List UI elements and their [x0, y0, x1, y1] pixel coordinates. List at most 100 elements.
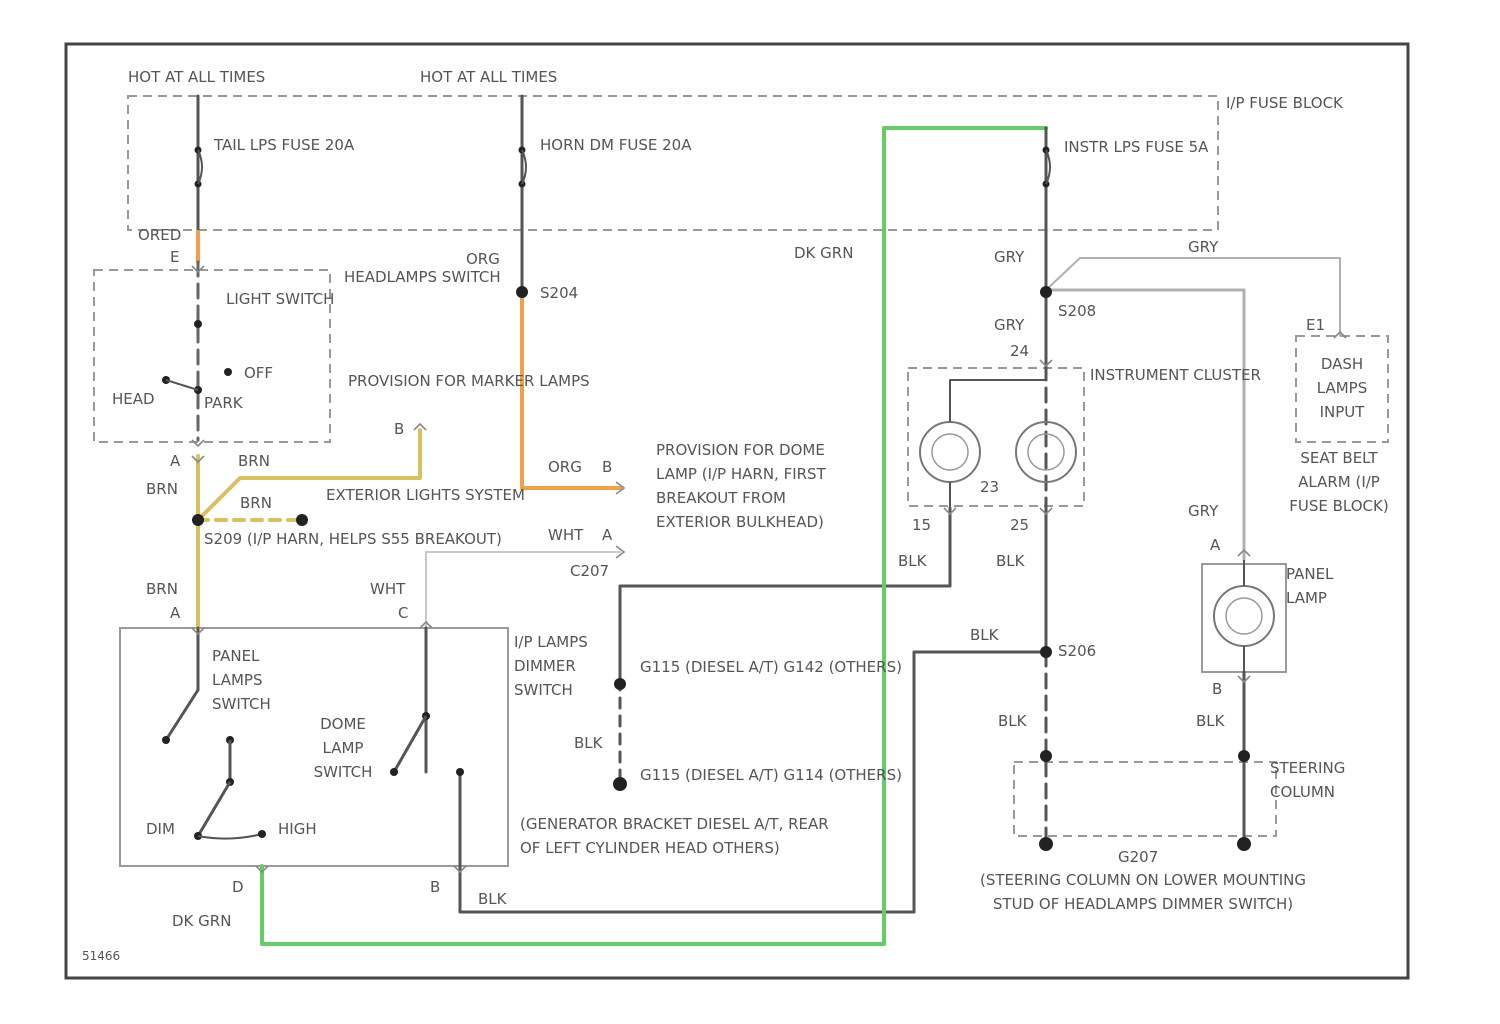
dome-conn-a: A — [602, 526, 613, 544]
ground-g115-g142 — [614, 678, 626, 690]
brn-conn-a: A — [170, 604, 181, 622]
cluster-bulb-1-icon — [920, 390, 980, 508]
headlamps-switch-label: HEADLAMPS SWITCH — [344, 268, 501, 286]
dimmer-conn-b: B — [430, 878, 440, 896]
panel-lamps-switch-label: PANEL LAMPS SWITCH — [212, 644, 302, 716]
gry-top-label: GRY — [1188, 238, 1219, 256]
steering-column-outline — [1014, 762, 1276, 836]
s206-label: S206 — [1058, 642, 1096, 660]
s204-label: S204 — [540, 284, 578, 302]
seatbelt-wrap: SEAT BELT ALARM (I/P FUSE BLOCK) — [1284, 446, 1394, 546]
head-label: HEAD — [112, 390, 155, 408]
tail-conn-label: E — [170, 248, 179, 266]
steering-splice-2 — [1238, 750, 1250, 762]
cluster-conn-15: 15 — [912, 516, 931, 534]
hot-at-all-times-1: HOT AT ALL TIMES — [128, 68, 265, 86]
s209-label: S209 (I/P HARN, HELPS S55 BREAKOUT) — [204, 530, 502, 548]
tail-wire-label: ORED — [138, 226, 181, 244]
cluster-blk-4: BLK — [998, 712, 1028, 730]
cluster-blk-1: BLK — [898, 552, 928, 570]
panel-lamp-label-wrap: PANEL LAMP — [1286, 562, 1366, 616]
e1-label: E1 — [1306, 316, 1325, 334]
dimmer-switch-label: I/P LAMPS DIMMER SWITCH — [514, 630, 604, 702]
dkgrn-bottom-label: DK GRN — [172, 912, 231, 930]
steering-wrap: STEERING COLUMN — [1270, 756, 1390, 810]
g207-label: G207 — [1118, 848, 1158, 866]
brn-label-2: BRN — [146, 480, 178, 498]
brn-label-4: BRN — [146, 580, 178, 598]
ground-g115-g114 — [613, 777, 627, 791]
provision-marker-label: PROVISION FOR MARKER LAMPS — [348, 372, 590, 390]
seat-belt-alarm-label: SEAT BELT ALARM (I/P FUSE BLOCK) — [1284, 446, 1394, 518]
splice-s204 — [516, 286, 528, 298]
panel-switch-label-wrap: PANEL LAMPS SWITCH — [212, 644, 302, 720]
dash-input-wrap: DASH LAMPS INPUT — [1300, 352, 1384, 432]
ground-note-wrap: (GENERATOR BRACKET DIESEL A/T, REAR OF L… — [520, 812, 850, 892]
brn-label-1: BRN — [238, 452, 270, 470]
panel-lamp-bulb-icon — [1214, 560, 1274, 672]
horn-wire-label: ORG — [466, 250, 500, 268]
hot-at-all-times-2: HOT AT ALL TIMES — [420, 68, 557, 86]
dome-provision-label-wrap: PROVISION FOR DOME LAMP (I/P HARN, FIRST… — [656, 438, 846, 578]
green-wire-label-top: DK GRN — [794, 244, 853, 262]
blk-bottom-label: BLK — [478, 890, 508, 908]
exterior-connector — [296, 514, 308, 526]
panel-lamp-label: PANEL LAMP — [1286, 562, 1366, 610]
dome-provision-label: PROVISION FOR DOME LAMP (I/P HARN, FIRST… — [656, 438, 846, 534]
s208-label: S208 — [1058, 302, 1096, 320]
cluster-blk-3: BLK — [970, 626, 1000, 644]
ground-2-label: G115 (DIESEL A/T) G114 (OTHERS) — [640, 766, 902, 784]
org-label: ORG — [548, 458, 582, 476]
high-label: HIGH — [278, 820, 317, 838]
park-label: PARK — [204, 394, 244, 412]
splice-s208 — [1040, 286, 1052, 298]
ground-1-label: G115 (DIESEL A/T) G142 (OTHERS) — [640, 658, 902, 676]
brn-label-3: BRN — [240, 494, 272, 512]
dimmer-conn-c: C — [398, 604, 408, 622]
g207-note-label: (STEERING COLUMN ON LOWER MOUNTING STUD … — [970, 868, 1316, 916]
dimmer-conn-d: D — [232, 878, 244, 896]
ground-note-label: (GENERATOR BRACKET DIESEL A/T, REAR OF L… — [520, 812, 850, 860]
figure-id: 51466 — [82, 949, 120, 963]
ground-blk-label: BLK — [574, 734, 604, 752]
splice-s206 — [1040, 646, 1052, 658]
steering-column-label: STEERING COLUMN — [1270, 756, 1390, 804]
wht-label: WHT — [548, 526, 584, 544]
fuse-horn-label: HORN DM FUSE 20A — [540, 136, 692, 154]
splice-s209 — [192, 514, 204, 526]
cluster-conn-25: 25 — [1010, 516, 1029, 534]
fuse-tail-label: TAIL LPS FUSE 20A — [213, 136, 355, 154]
g207-note-wrap: (STEERING COLUMN ON LOWER MOUNTING STUD … — [970, 868, 1316, 944]
hs-conn-a: A — [170, 452, 181, 470]
panel-conn-b: B — [1212, 680, 1222, 698]
dash-lamps-input-label: DASH LAMPS INPUT — [1300, 352, 1384, 424]
cluster-bulb1-feed — [950, 380, 1046, 390]
dome-lamp-switch-label: DOME LAMP SWITCH — [300, 712, 386, 784]
cluster-conn-23: 23 — [980, 478, 999, 496]
dome-conn-b: B — [602, 458, 612, 476]
gry-panel-label: GRY — [1188, 502, 1219, 520]
dome-switch-label-wrap: DOME LAMP SWITCH — [300, 712, 386, 788]
c207-label: C207 — [570, 562, 609, 580]
fuse-block-outline — [128, 96, 1218, 230]
off-label: OFF — [244, 364, 273, 382]
dimmer-label-wrap: I/P LAMPS DIMMER SWITCH — [514, 630, 604, 730]
fuse-instr-label: INSTR LPS FUSE 5A — [1064, 138, 1209, 156]
gry-dash-wire — [1046, 258, 1340, 336]
instr-wire-label: GRY — [994, 248, 1025, 266]
cluster-gry-label: GRY — [994, 316, 1025, 334]
light-switch-label: LIGHT SWITCH — [226, 290, 334, 308]
brn-marker-wire — [198, 430, 420, 520]
fuse-block-label: I/P FUSE BLOCK — [1226, 94, 1344, 112]
exterior-lights-label: EXTERIOR LIGHTS SYSTEM — [326, 486, 525, 504]
instrument-cluster-label: INSTRUMENT CLUSTER — [1090, 366, 1261, 384]
cluster-conn-24: 24 — [1010, 342, 1029, 360]
cluster-blk-2: BLK — [996, 552, 1026, 570]
ground-g207-1 — [1039, 837, 1053, 851]
hs-conn-b: B — [394, 420, 404, 438]
ground-g207-2 — [1237, 837, 1251, 851]
steering-splice-1 — [1040, 750, 1052, 762]
dim-label: DIM — [146, 820, 175, 838]
dimmer-wht-label: WHT — [370, 580, 406, 598]
